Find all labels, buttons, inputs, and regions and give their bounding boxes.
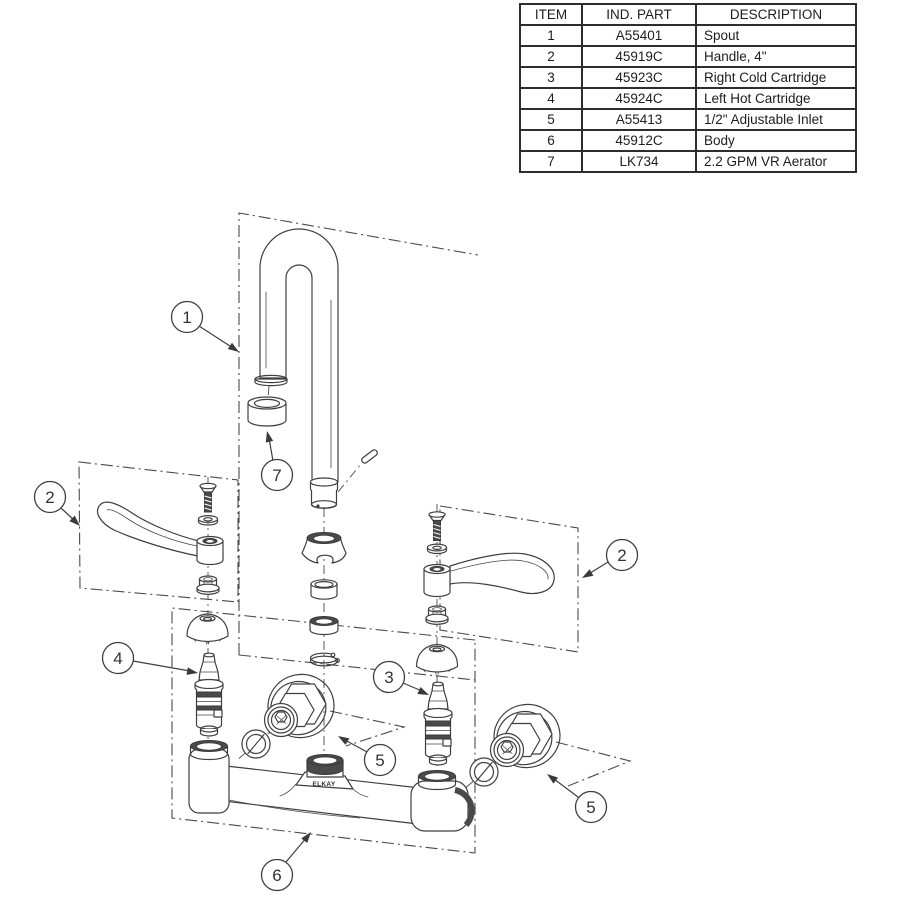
svg-text:1: 1 — [182, 308, 191, 327]
left-handle-nut — [196, 575, 220, 595]
right-handle-screw — [428, 511, 446, 542]
callout-aerator: 7 — [260, 430, 294, 492]
callout-right-cartridge: 3 — [372, 660, 431, 699]
table-row: 7 LK734 2.2 GPM VR Aerator — [519, 150, 857, 173]
col-header-description: DESCRIPTION — [695, 3, 857, 26]
spout-boundary — [238, 212, 479, 681]
table-row: 1 A55401 Spout — [519, 24, 857, 47]
aerator — [247, 396, 287, 427]
table-row: 2 45919C Handle, 4" — [519, 45, 857, 68]
right-handle — [423, 552, 555, 598]
svg-text:7: 7 — [272, 466, 281, 485]
right-adjustable-inlet — [487, 697, 567, 775]
center-inlet-gasket — [241, 729, 271, 759]
left-handle — [96, 501, 224, 566]
right-inlet-gasket — [469, 757, 499, 787]
spout-snap-ring — [309, 648, 345, 667]
svg-text:3: 3 — [384, 668, 393, 687]
spout-pin-marker — [337, 449, 378, 493]
callout-right-handle: 2 — [580, 538, 639, 582]
svg-text:2: 2 — [45, 488, 54, 507]
table-row: 3 45923C Right Cold Cartridge — [519, 66, 857, 89]
parts-table-grid: ITEM IND. PART DESCRIPTION 1 A55401 Spou… — [519, 3, 857, 173]
brand-label: ELKAY — [313, 781, 336, 788]
spout — [254, 228, 378, 509]
callout-center-inlet: 5 — [336, 732, 397, 777]
callout-left-cartridge: 4 — [101, 641, 199, 677]
callout-body: 6 — [260, 829, 314, 892]
spout-o-ring — [309, 616, 339, 636]
callout-left-handle: 2 — [33, 480, 83, 529]
svg-text:5: 5 — [375, 751, 384, 770]
table-row: 4 45924C Left Hot Cartridge — [519, 87, 857, 110]
callout-spout: 1 — [170, 300, 242, 356]
right-handle-nut — [425, 605, 449, 625]
right-handle-washer — [426, 543, 448, 555]
table-row: 5 A55413 1/2" Adjustable Inlet — [519, 108, 857, 131]
table-row: 6 45912C Body — [519, 129, 857, 152]
inlet-section-mark-center — [329, 710, 407, 747]
svg-text:4: 4 — [113, 649, 122, 668]
left-body-port — [189, 740, 229, 761]
col-header-ind-part: IND. PART — [581, 3, 697, 26]
spout-spacer-ring — [310, 579, 338, 600]
right-body-port — [417, 770, 457, 791]
svg-text:2: 2 — [617, 546, 626, 565]
svg-text:5: 5 — [586, 798, 595, 817]
spout-coupling-nut — [301, 532, 347, 564]
right-dome-cap — [415, 643, 459, 676]
center-adjustable-inlet — [261, 667, 341, 745]
left-dome-cap — [186, 613, 229, 645]
callout-right-inlet: 5 — [544, 770, 608, 824]
left-handle-screw — [199, 482, 217, 513]
left-hot-cartridge — [194, 652, 224, 737]
col-header-item: ITEM — [519, 3, 583, 26]
svg-text:6: 6 — [272, 866, 281, 885]
parts-table: ITEM IND. PART DESCRIPTION 1 A55401 Spou… — [519, 3, 857, 173]
inlet-section-mark-right — [555, 741, 632, 787]
body: ELKAY — [188, 740, 475, 832]
table-header-row: ITEM IND. PART DESCRIPTION — [519, 3, 857, 26]
